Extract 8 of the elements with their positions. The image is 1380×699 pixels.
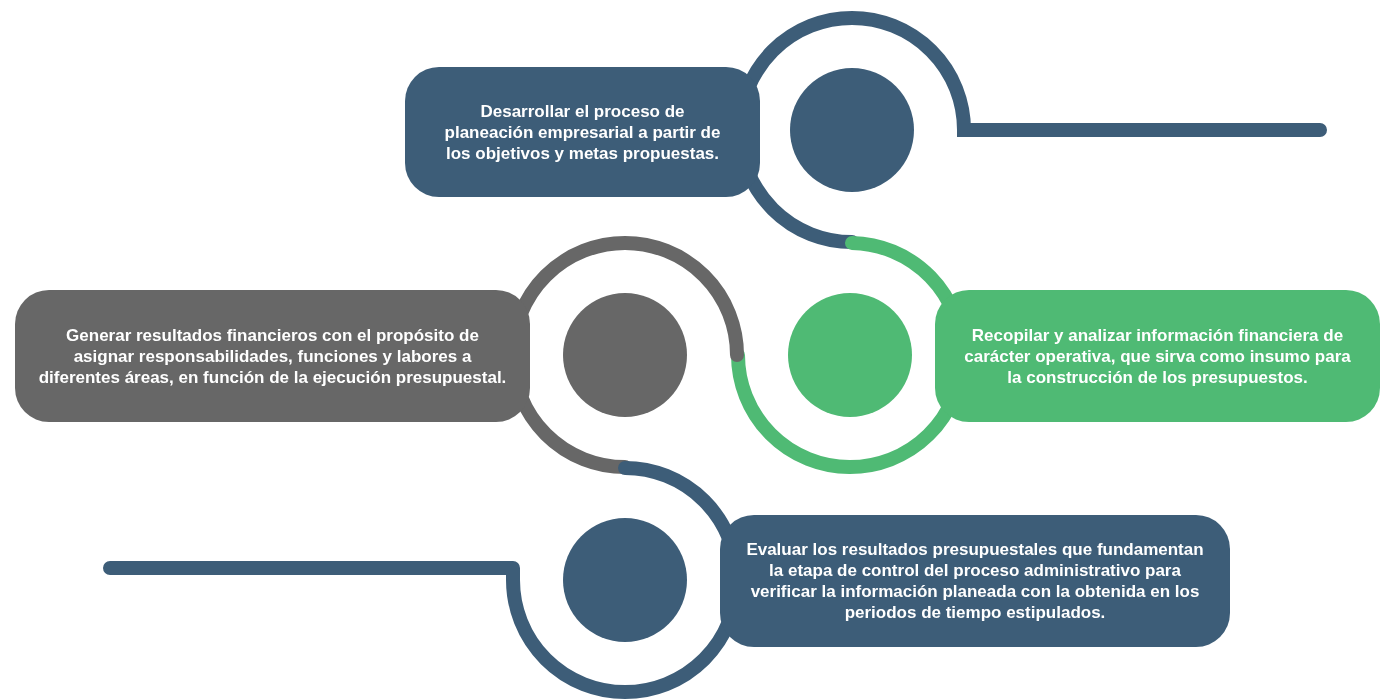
- text-box: [935, 290, 1380, 422]
- step-description: Recopilar y analizar información financiera de carácter operativa, que sirva como insumo para la construcción de los presupuestos.: [963, 324, 1352, 388]
- step-description: Evaluar los resultados presupuestales que fundamentan la etapa de control del proceso administrativo para verificar la información planeada con la obtenida en los periodos de tiempo estipulados.: [745, 539, 1205, 623]
- step-description: Desarrollar el proceso de planeación empresarial a partir de los objetivos y metas propuestas.: [443, 100, 722, 164]
- text-box: [720, 515, 1230, 647]
- text-box: [405, 67, 760, 197]
- text-box: [15, 290, 530, 422]
- step-description: Generar resultados financieros con el propósito de asignar responsabilidades, funciones y labores a diferentes áreas, en función de la ejecución presupuestal.: [37, 324, 508, 388]
